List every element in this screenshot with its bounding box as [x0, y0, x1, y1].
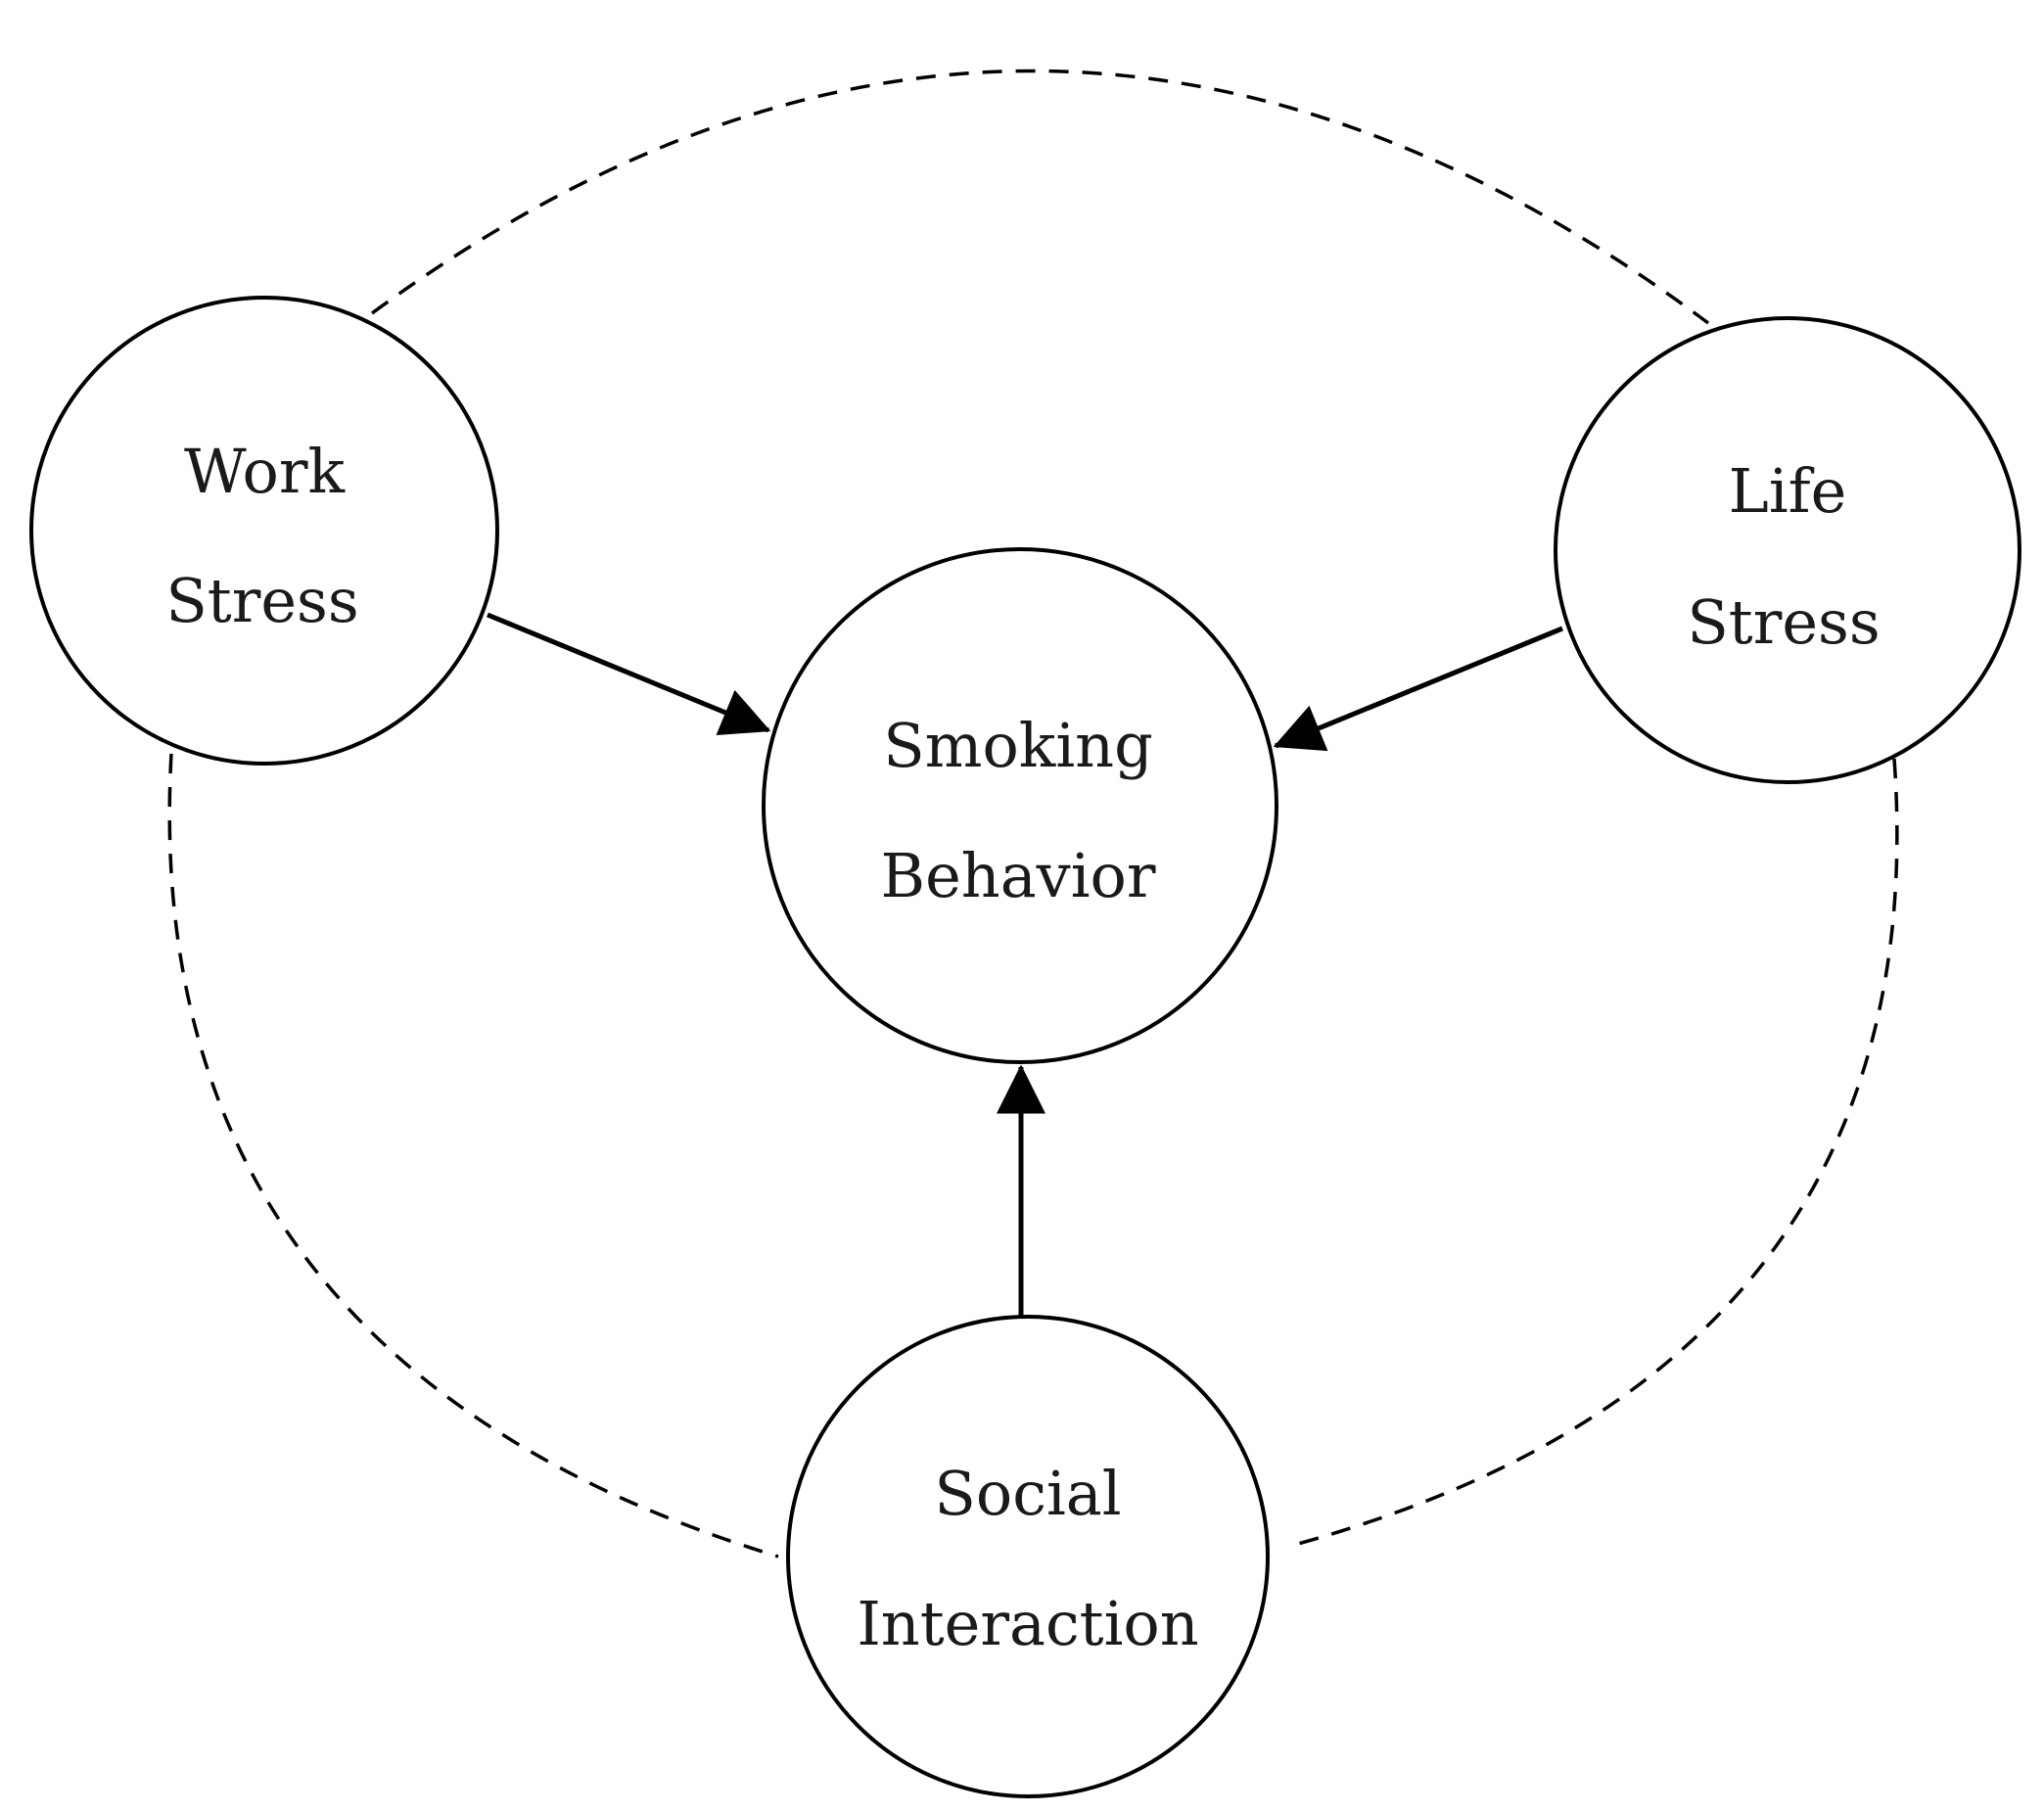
node-smoking-behavior-label-line1: Smoking: [883, 710, 1153, 781]
dashed-link-work-life: [370, 69, 1710, 325]
node-social-interaction: Social Interaction: [786, 1315, 1270, 1798]
node-smoking-behavior-label-line2: Behavior: [881, 840, 1156, 911]
dashed-link-life-social: [1286, 758, 1899, 1549]
node-smoking-behavior: Smoking Behavior: [762, 547, 1278, 1064]
node-social-interaction-label-line2: Interaction: [857, 1588, 1198, 1659]
node-social-interaction-label-line1: Social: [934, 1458, 1121, 1529]
node-life-stress-circle: [1554, 316, 2021, 784]
node-life-stress: Life Stress: [1554, 316, 2021, 784]
node-life-stress-label-line1: Life: [1729, 455, 1847, 527]
arrow-work-to-smoking: [487, 612, 771, 736]
node-work-stress-circle: [29, 296, 499, 766]
dashed-link-work-social: [167, 753, 779, 1558]
arrow-life-to-smoking: [1273, 626, 1563, 752]
node-work-stress: Work Stress: [29, 296, 499, 766]
node-life-stress-label-line2: Stress: [1687, 586, 1880, 658]
node-work-stress-label-line2: Stress: [165, 565, 358, 636]
node-smoking-behavior-circle: [762, 547, 1278, 1064]
node-work-stress-label-line1: Work: [184, 436, 345, 507]
node-social-interaction-circle: [786, 1315, 1270, 1798]
